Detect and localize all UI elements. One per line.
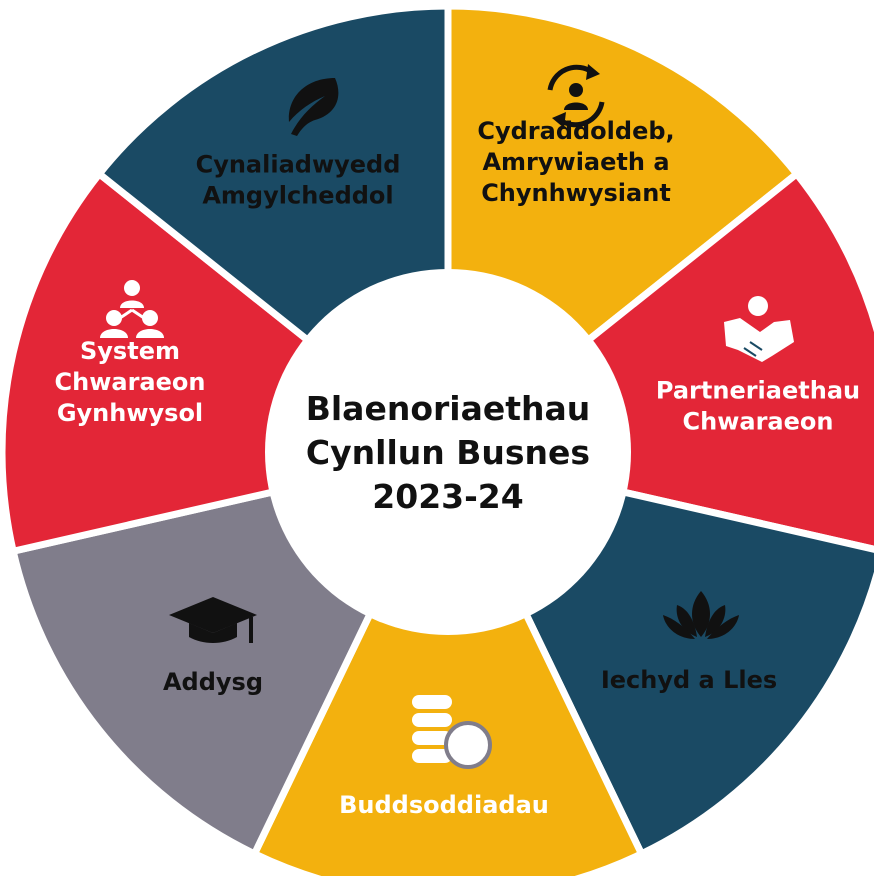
center-circle [265, 269, 631, 635]
segment-label-system-line-3: Gynhwysol [57, 399, 203, 427]
segment-label-partneriaethau-line-1: Partneriaethau [656, 377, 860, 405]
segment-label-cynaliadwyedd-line-1: Cynaliadwyedd [196, 151, 401, 179]
leaf-icon [288, 78, 339, 136]
handshake-icon [724, 296, 794, 362]
segment-label-addysg-line-1: Addysg [163, 668, 263, 696]
graduation-cap-icon [169, 597, 257, 643]
center-title-line-3: 2023-24 [372, 477, 523, 516]
coins-icon [412, 695, 492, 769]
group-people-icon [100, 280, 164, 338]
icons-layer [100, 64, 794, 769]
segment-label-cynaliadwyedd-line-2: Amgylcheddol [202, 182, 393, 210]
segment-label-cydraddoldeb-line-3: Chynhwysiant [481, 179, 671, 207]
person-cycle-icon [547, 64, 605, 128]
center-title-line-2: Cynllun Busnes [306, 433, 590, 472]
segment-label-iechyd-line-1: Iechyd a Lles [601, 666, 777, 694]
segment-label-system-line-2: Chwaraeon [55, 368, 206, 396]
segment-label-cydraddoldeb-line-2: Amrywiaeth a [482, 148, 669, 176]
segment-label-buddsoddiadau-line-1: Buddsoddiadau [339, 791, 549, 819]
segment-label-partneriaethau-line-2: Chwaraeon [683, 408, 834, 436]
segment-iechyd [249, 443, 647, 876]
center-title-line-1: Blaenoriaethau [306, 389, 591, 428]
segment-label-cydraddoldeb-line-1: Cydraddoldeb, [477, 117, 674, 145]
center-title: Blaenoriaethau Cynllun Busnes 2023-24 [306, 389, 591, 516]
lotus-icon [663, 591, 739, 639]
segment-label-system-line-1: System [80, 337, 180, 365]
